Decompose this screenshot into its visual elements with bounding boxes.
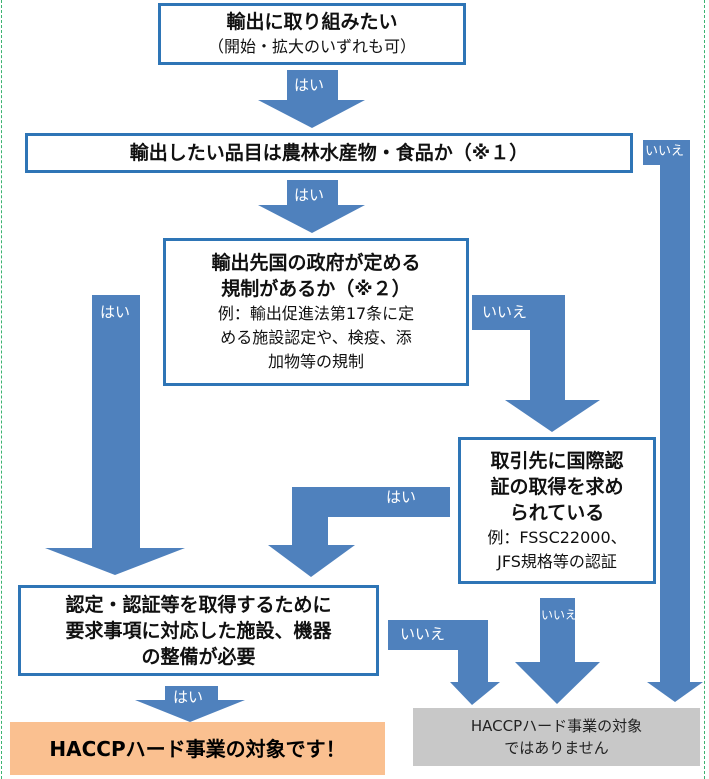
label-yes: はい: [100, 303, 131, 321]
arrow-q2-no: [472, 295, 600, 432]
result-target-text: HACCPハード事業の対象です！: [49, 736, 346, 761]
label-yes: はい: [386, 488, 417, 506]
start-subtitle: （開始・拡大のいずれも可）: [207, 37, 416, 56]
arrow-q3-yes: [268, 487, 450, 577]
result-not-target-box: HACCPハード事業の対象 ではありません: [413, 708, 700, 766]
question-3-title: 取引先に国際認: [490, 449, 624, 472]
question-3-title: られている: [509, 501, 605, 524]
label-no: いいえ: [645, 144, 685, 159]
arrow-q1-no: [643, 140, 703, 702]
result-not-target-text: ではありません: [504, 739, 609, 757]
result-target-box: HACCPハード事業の対象です！: [10, 722, 385, 775]
label-yes: はい: [173, 688, 204, 706]
question-2-example: める施設認定や、検疫、添: [220, 328, 412, 347]
arrow-q2-yes: [45, 295, 185, 575]
question-3-box: 取引先に国際認 証の取得を求め られている 例：FSSC22000、 JFS規格…: [458, 437, 656, 584]
question-2-box: 輸出先国の政府が定める 規制があるか（※２） 例：輸出促進法第17条に定 める施…: [163, 238, 469, 386]
question-4-text: 要求事項に対応した施設、機器: [65, 619, 332, 642]
question-1-box: 輸出したい品目は農林水産物・食品か（※１）: [25, 133, 633, 173]
question-2-title: 輸出先国の政府が定める: [211, 252, 421, 274]
question-3-example: JFS規格等の認証: [497, 551, 617, 571]
label-no: いいえ: [400, 625, 446, 643]
label-no: いいえ: [482, 303, 528, 321]
arrow-start-yes: [258, 70, 365, 128]
result-not-target-text: HACCPハード事業の対象: [470, 717, 643, 735]
label-yes: はい: [294, 186, 325, 204]
label-yes: はい: [294, 76, 325, 94]
start-box: 輸出に取り組みたい （開始・拡大のいずれも可）: [158, 3, 466, 65]
question-3-example: 例：FSSC22000、: [487, 527, 627, 547]
frame-border-left: [1, 0, 2, 779]
question-4-text: 認定・認証等を取得するために: [65, 593, 332, 616]
question-4-box: 認定・認証等を取得するために 要求事項に対応した施設、機器 の整備が必要: [18, 585, 379, 676]
arrow-q3-no: [515, 598, 600, 704]
question-2-title: 規制があるか（※２）: [221, 278, 411, 300]
question-4-text: の整備が必要: [141, 645, 256, 668]
question-3-title: 証の取得を求め: [490, 475, 624, 498]
start-title: 輸出に取り組みたい: [226, 11, 398, 33]
question-1-text: 輸出したい品目は農林水産物・食品か（※１）: [129, 142, 529, 164]
arrow-q1-yes: [258, 180, 365, 233]
question-2-example: 加物等の規制: [267, 352, 364, 371]
arrow-q4-no: [388, 620, 500, 705]
label-no: いいえ: [541, 608, 578, 622]
arrow-q4-yes: [135, 686, 245, 722]
frame-border-right: [704, 0, 705, 779]
question-2-example: 例：輸出促進法第17条に定: [217, 304, 415, 323]
